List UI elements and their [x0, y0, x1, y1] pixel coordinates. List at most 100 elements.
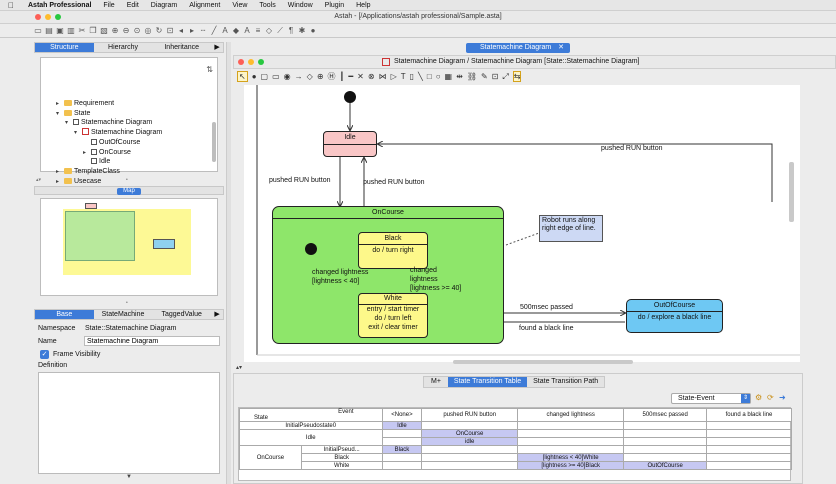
transition-tool-icon[interactable]: →	[294, 72, 303, 81]
minimize-window-button[interactable]	[45, 14, 51, 20]
export-icon[interactable]: ➜	[779, 393, 786, 402]
tree-item[interactable]: ▾State	[56, 109, 90, 118]
table-cell[interactable]: [lightness < 40]White	[517, 453, 625, 462]
state-white[interactable]: White entry / start timer do / turn left…	[358, 293, 428, 338]
table-cell[interactable]	[705, 445, 793, 454]
initial-state-oncourse[interactable]	[305, 243, 317, 255]
apple-icon[interactable]: 	[0, 1, 22, 10]
refresh-table-icon[interactable]: ⟳	[767, 393, 774, 402]
expand-icon[interactable]: ▸	[56, 101, 60, 107]
image-tool-icon[interactable]: ▦	[444, 72, 453, 81]
link-tool-icon[interactable]: ⛓	[466, 72, 477, 81]
table-cell[interactable]	[705, 429, 793, 438]
table-column-header[interactable]: found a black line	[705, 408, 793, 422]
expand-icon[interactable]: ▾	[65, 120, 69, 127]
table-cell[interactable]	[381, 461, 423, 470]
table-row-state[interactable]: InitialPseudostate0	[239, 421, 383, 430]
zoom-window-button[interactable]	[55, 14, 61, 20]
tab-state-transition-path[interactable]: State Transition Path	[533, 378, 599, 385]
select-tool-icon[interactable]: ↖	[237, 71, 248, 82]
table-cell[interactable]	[421, 445, 519, 454]
menu-view[interactable]: View	[232, 1, 248, 9]
highlight-tool-icon[interactable]: ⇆	[512, 71, 522, 82]
submachine-tool-icon[interactable]: ▭	[272, 72, 280, 81]
table-cell[interactable]	[623, 429, 707, 438]
cut-icon[interactable]: ✂	[78, 25, 86, 35]
pane-splitter[interactable]	[226, 42, 231, 484]
diagram-zoom-button[interactable]	[258, 59, 264, 65]
note-tool-icon[interactable]: ▯	[409, 72, 415, 81]
table-row-state[interactable]: Black	[300, 453, 383, 462]
junction-tool-icon[interactable]: ⊕	[316, 72, 324, 81]
new-icon[interactable]: ▭	[34, 25, 42, 35]
paste-icon[interactable]: ▧	[100, 25, 108, 35]
entry-point-tool-icon[interactable]: ⊗	[367, 72, 375, 81]
initial-state-top[interactable]	[344, 91, 356, 103]
tree-scrollbar[interactable]	[212, 122, 216, 162]
zoom-out-icon[interactable]: ⊖	[122, 25, 130, 35]
state-black[interactable]: Black do / turn right	[358, 232, 428, 269]
table-cell[interactable]: [lightness >= 40]Black	[517, 461, 625, 470]
table-cell[interactable]	[381, 437, 423, 446]
table-row-group[interactable]: OnCourse	[239, 445, 302, 470]
tree-item[interactable]: ▾Statemachine Diagram	[65, 118, 152, 127]
state-idle[interactable]: Idle	[323, 131, 377, 157]
table-row-state[interactable]: InitialPseud...	[300, 445, 383, 454]
table-row-state[interactable]: Idle	[239, 429, 383, 446]
table-cell[interactable]	[517, 421, 625, 430]
save-icon[interactable]: ▣	[56, 25, 64, 35]
diagram-hscrollbar[interactable]	[453, 360, 633, 364]
table-cell[interactable]: Idle	[381, 421, 423, 430]
tree-item[interactable]: ▾Statemachine Diagram	[74, 128, 162, 137]
tree-item[interactable]: OutOfCourse	[83, 138, 140, 147]
fill-color-icon[interactable]: ◆	[232, 25, 240, 35]
name-field[interactable]	[84, 336, 220, 346]
tab-statemachine[interactable]: StateMachine	[101, 311, 145, 318]
tab-mplus[interactable]: M+	[431, 378, 441, 385]
menu-help[interactable]: Help	[356, 1, 371, 9]
table-column-header[interactable]: changed lightness	[517, 408, 625, 422]
table-cell[interactable]	[421, 421, 519, 430]
align-tool-icon[interactable]: ⇹	[456, 72, 463, 81]
table-cell[interactable]	[705, 453, 793, 462]
state-outofcourse[interactable]: OutOfCourse do / explore a black line	[626, 299, 723, 333]
pen-tool-icon[interactable]: ✎	[480, 72, 488, 81]
splitter-icon[interactable]: •	[126, 177, 128, 183]
format-icon[interactable]: ¶	[288, 25, 294, 35]
diagram-canvas[interactable]: Idle pushed RUN button pushed RUN button…	[244, 85, 800, 362]
table-cell[interactable]	[623, 453, 707, 462]
shape-icon[interactable]: ◇	[265, 25, 273, 35]
table-cell[interactable]	[381, 429, 423, 438]
zoom-in-icon[interactable]: ⊕	[111, 25, 119, 35]
frame-visibility-checkbox[interactable]: ✓	[40, 350, 49, 359]
tree-item[interactable]: ▸Requirement	[56, 99, 114, 108]
rect-tool-icon[interactable]: □	[426, 72, 432, 81]
expand-icon[interactable]: ▾	[74, 130, 78, 137]
forward-icon[interactable]: ▸	[189, 25, 194, 35]
fit-page-icon[interactable]: ⊡	[166, 25, 174, 35]
table-column-header[interactable]: <None>	[381, 408, 423, 422]
menu-file[interactable]: File	[103, 1, 115, 9]
connector-icon[interactable]: ⟋	[277, 25, 283, 35]
line-tool-icon[interactable]: ╲	[418, 72, 423, 81]
table-cell[interactable]	[623, 421, 707, 430]
close-window-button[interactable]	[35, 14, 41, 20]
print-icon[interactable]: ▥	[67, 25, 75, 35]
text-tool-icon[interactable]: T	[400, 72, 406, 81]
collapse-down-icon[interactable]: ▼	[126, 474, 132, 480]
map-tab[interactable]: Map	[117, 188, 141, 195]
collapse-arrows-icon[interactable]: ▴▾	[236, 365, 243, 371]
expand-icon[interactable]: ▸	[56, 178, 60, 185]
table-cell[interactable]	[705, 437, 793, 446]
tab-structure[interactable]: Structure	[35, 43, 94, 52]
table-cell[interactable]	[421, 461, 519, 470]
table-column-header[interactable]: pushed RUN button	[421, 408, 519, 422]
table-cell[interactable]	[517, 437, 625, 446]
open-icon[interactable]: ▤	[45, 25, 53, 35]
copy-icon[interactable]: ❐	[89, 25, 97, 35]
settings-icon[interactable]: ⚙	[755, 393, 763, 402]
close-tab-icon[interactable]: ✕	[558, 44, 565, 51]
table-cell[interactable]: OutOfCourse	[623, 461, 707, 470]
tab-inheritance[interactable]: Inheritance	[164, 44, 199, 51]
record-icon[interactable]: ●	[310, 25, 316, 35]
